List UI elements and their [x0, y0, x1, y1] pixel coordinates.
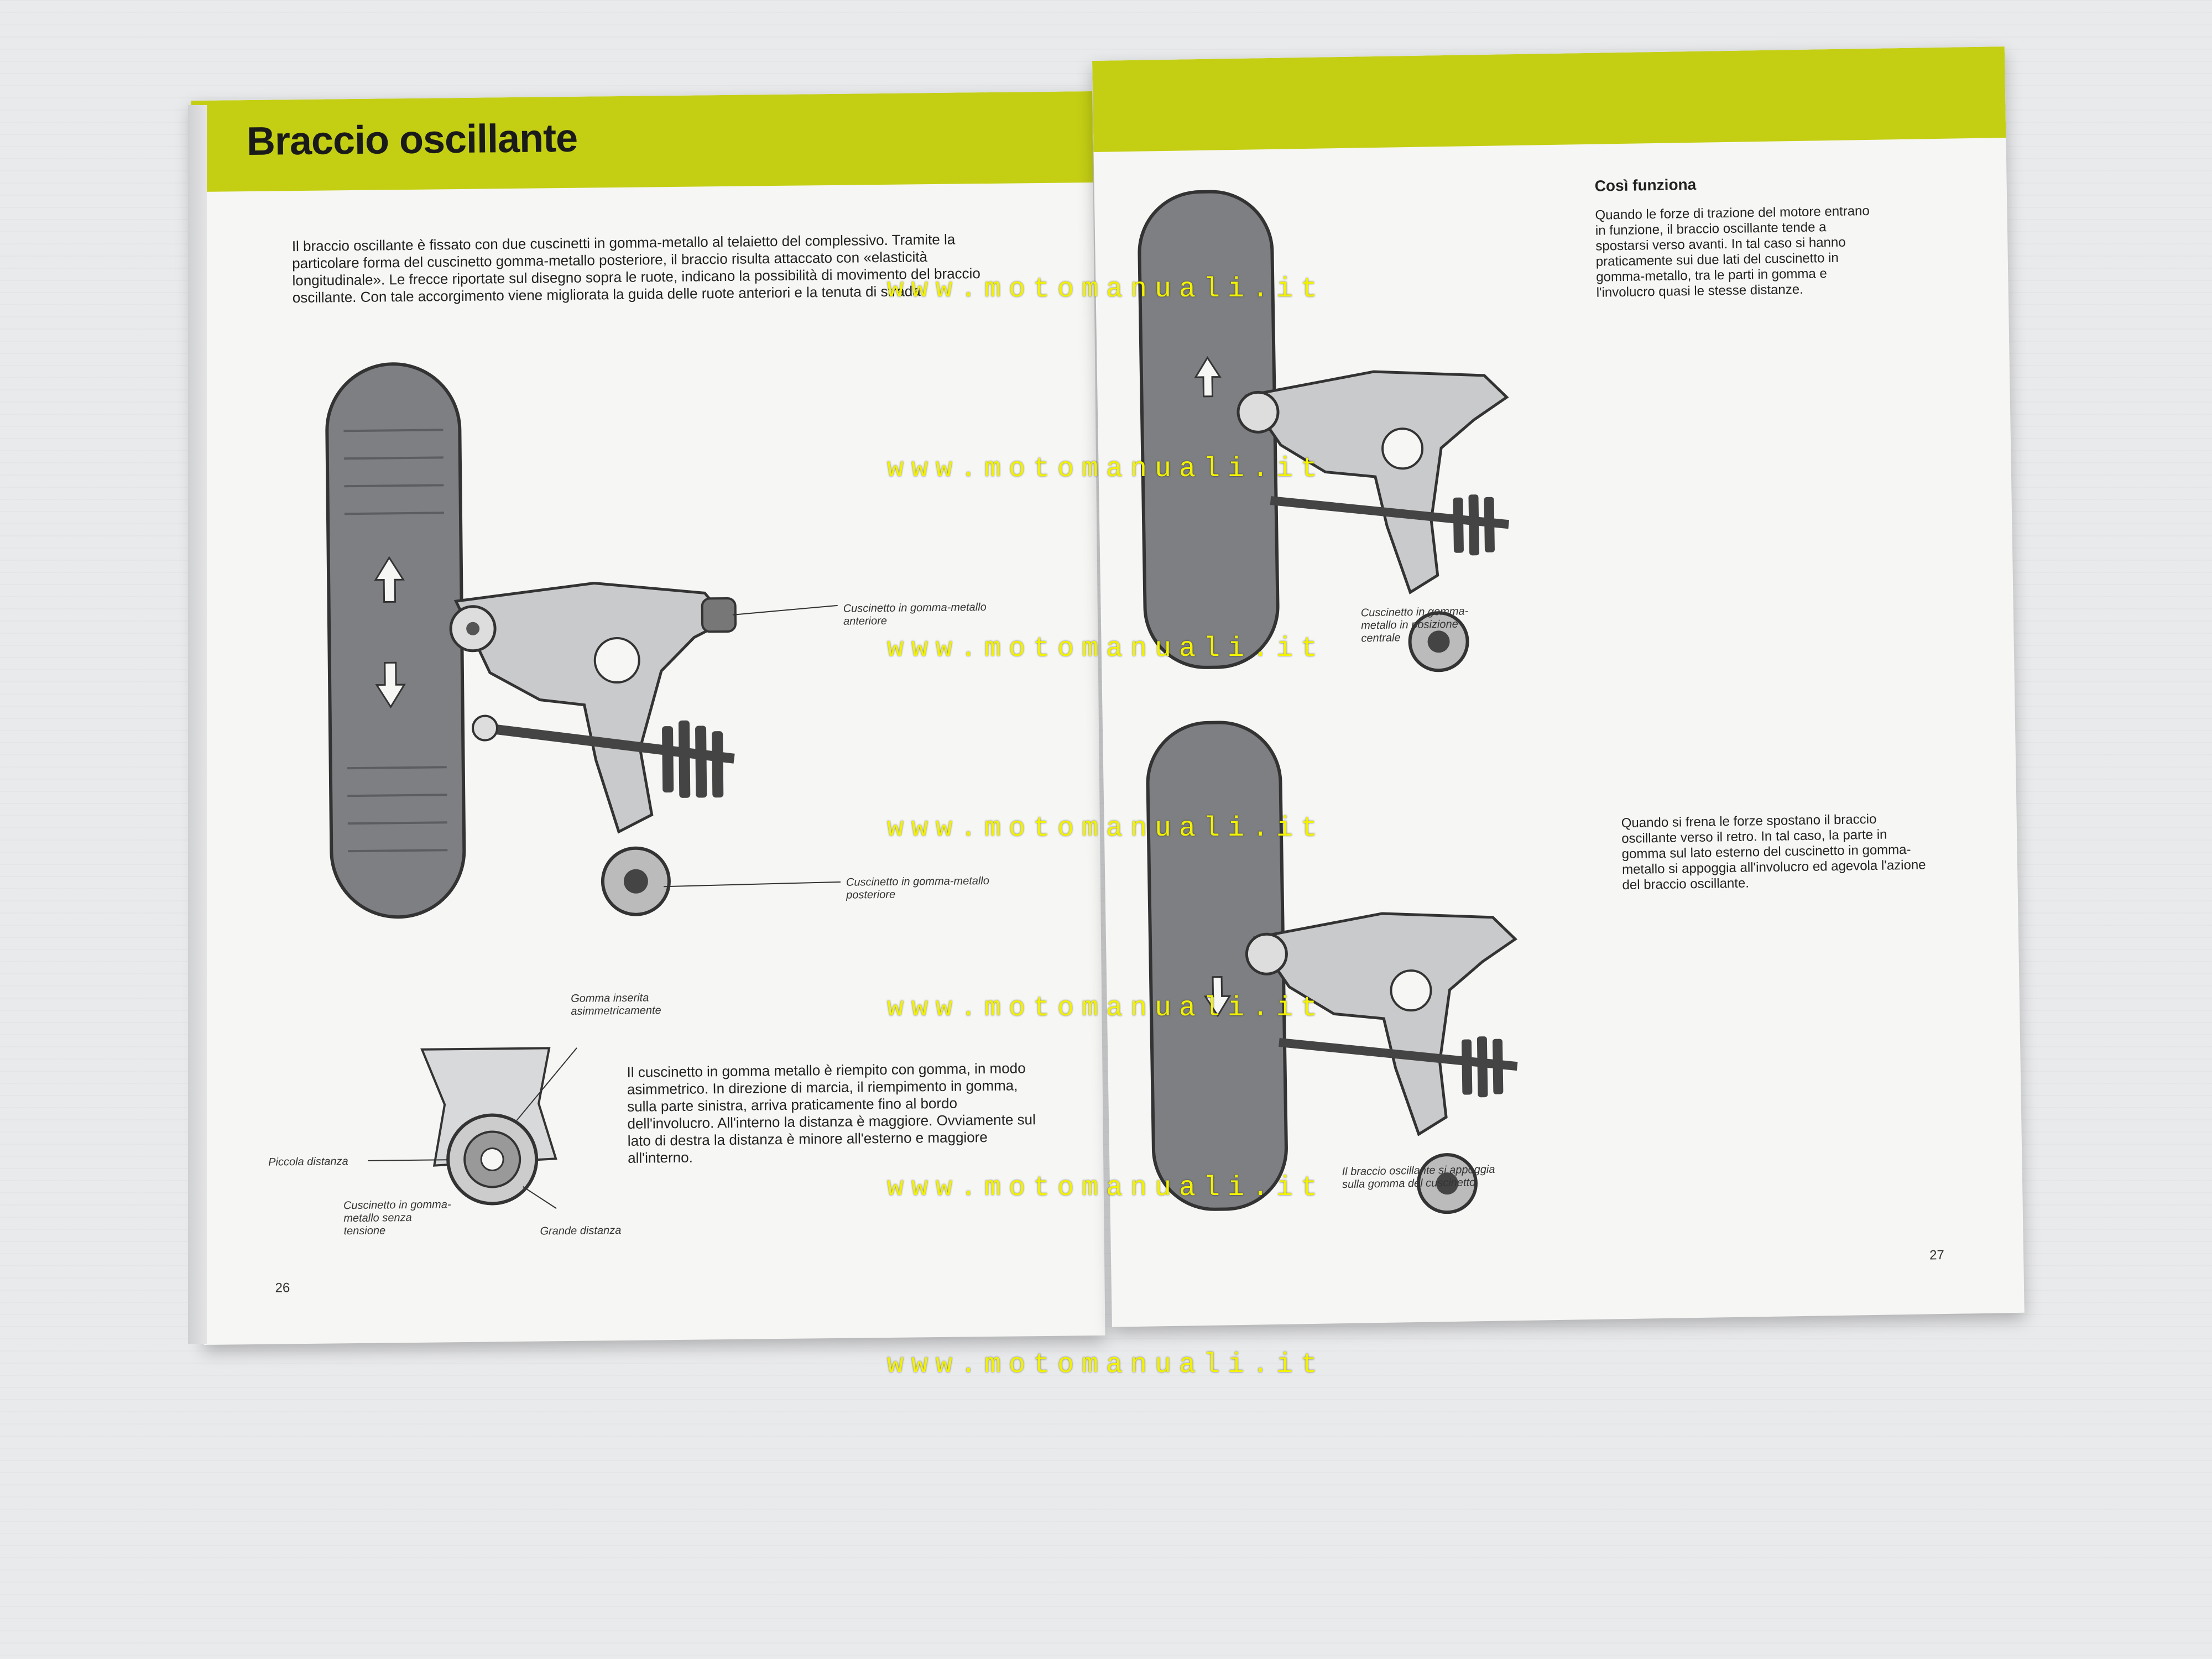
front-bushing-icon [1237, 390, 1280, 434]
right-page: Così funziona Quando le forze di trazion… [1092, 46, 2025, 1327]
label-central: Cuscinetto in gomma-metallo in posizione… [1360, 605, 1469, 645]
rubber-boot-icon [662, 720, 724, 798]
header-band [1092, 46, 2006, 152]
intro-paragraph: Il braccio oscillante è fissato con due … [291, 231, 980, 306]
suspension-diagram [325, 362, 841, 919]
page-number-left: 26 [275, 1280, 290, 1296]
rubber-boot-icon [1461, 1036, 1504, 1098]
label-rubber-asym: Gomma inserita asimmetricamente [571, 992, 661, 1018]
arrow-forward-icon [1194, 356, 1222, 398]
braking-diagram [1146, 721, 1518, 1214]
wheel-tire [325, 362, 466, 919]
traction-paragraph: Quando le forze di trazione del motore e… [1595, 203, 1870, 300]
label-small-gap: Piccola distanza [268, 1155, 348, 1168]
watermark-7: www.motomanuali.it [886, 1349, 1326, 1381]
label-resting: Il braccio oscillante si appoggia sulla … [1342, 1163, 1495, 1191]
control-arm [1244, 370, 1509, 594]
rubber-boot-icon [1453, 494, 1495, 556]
label-bushing-untensioned: Cuscinetto in gomma-metallo senza tensio… [343, 1198, 451, 1238]
braking-paragraph: Quando si frena le forze spostano il bra… [1621, 811, 1926, 893]
control-arm [1253, 912, 1517, 1136]
tie-rod [484, 723, 735, 764]
bushing-detail-diagram [368, 1047, 577, 1209]
left-page: Braccio oscillante Il braccio oscillante… [191, 91, 1105, 1345]
label-large-gap: Grande distanza [540, 1224, 622, 1238]
page-title: Braccio oscillante [246, 116, 578, 164]
arrow-up-icon [374, 556, 405, 603]
section-heading: Così funziona [1594, 175, 1697, 195]
front-bushing-icon [1245, 932, 1288, 975]
arrow-down-icon [375, 661, 406, 709]
arrow-backward-icon [1203, 976, 1232, 1018]
ball-joint-icon [701, 597, 737, 633]
page-edge [188, 105, 207, 1344]
traction-diagram [1138, 190, 1510, 672]
label-rear-bushing: Cuscinetto in gomma-metallo posteriore [846, 875, 990, 901]
page-number-right: 27 [1929, 1248, 1945, 1263]
label-front-bushing: Cuscinetto in gomma-metallo anteriore [843, 601, 987, 628]
bushing-paragraph: Il cuscinetto in gomma metallo è riempit… [627, 1060, 1036, 1166]
